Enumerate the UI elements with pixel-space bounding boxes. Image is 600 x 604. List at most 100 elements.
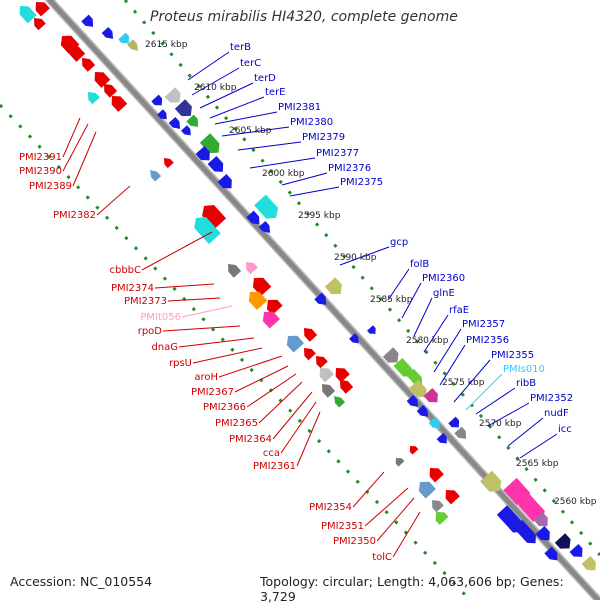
gene-label[interactable]: PMI2367	[191, 387, 234, 398]
gene-label[interactable]: PMI2391	[19, 152, 62, 163]
reverse-strand-genes	[19, 2, 460, 525]
gene-feature	[286, 335, 304, 353]
gene-label[interactable]: glnE	[433, 288, 455, 299]
leader-line	[154, 283, 215, 289]
gene-label[interactable]: PMI2350	[333, 536, 376, 547]
leader-line	[209, 96, 265, 119]
gene-label[interactable]: PMI2364	[229, 434, 272, 445]
kbp-tick-label: 2600 kbp	[262, 169, 305, 179]
gene-label[interactable]: PMI2361	[253, 461, 296, 472]
gene-feature	[304, 348, 316, 361]
gene-label[interactable]: PMI2381	[278, 102, 321, 113]
gene-feature	[503, 477, 531, 505]
gene-label[interactable]: PMI2382	[53, 210, 96, 221]
gene-feature	[186, 114, 199, 127]
gene-label[interactable]: PMI2356	[466, 335, 509, 346]
gene-feature	[19, 6, 37, 24]
gene-feature	[304, 328, 318, 342]
leader-line	[214, 111, 278, 125]
gene-label[interactable]: rfaE	[449, 305, 469, 316]
gene-label[interactable]: terB	[230, 42, 251, 53]
gene-feature	[88, 92, 100, 105]
gene-feature	[432, 500, 444, 513]
gene-feature	[127, 39, 139, 51]
leader-line	[96, 185, 131, 216]
gene-feature	[480, 470, 502, 492]
gene-feature	[513, 519, 536, 544]
gene-label[interactable]: PMI2351	[321, 521, 364, 532]
gene-label[interactable]: PMI2352	[530, 393, 573, 404]
gene-label[interactable]: PMI2380	[290, 117, 333, 128]
gene-label[interactable]: PMI2373	[124, 296, 167, 307]
leader-line	[187, 51, 230, 81]
gene-feature	[195, 145, 210, 161]
leader-line	[519, 433, 558, 459]
gene-feature	[69, 46, 86, 62]
gene-feature	[181, 125, 191, 136]
gene-feature	[382, 347, 399, 363]
kbp-tick-label: 2580 kbp	[406, 336, 449, 346]
leader-line	[465, 373, 503, 411]
gene-label[interactable]: PMIt056	[140, 312, 181, 323]
gene-label[interactable]: terE	[265, 87, 286, 98]
gene-feature	[535, 525, 550, 541]
accession-footer: Accession: NC_010554	[10, 574, 152, 589]
gene-feature	[319, 368, 334, 383]
leader-line	[433, 328, 462, 373]
gene-label[interactable]: PMI2355	[491, 350, 534, 361]
leader-line	[413, 297, 433, 337]
gene-label[interactable]: PMI2374	[111, 283, 154, 294]
gene-label[interactable]: tolC	[372, 552, 392, 563]
gene-label[interactable]: nudF	[544, 408, 569, 419]
gene-feature	[423, 387, 438, 403]
kbp-tick-label: 2575 kbp	[442, 378, 485, 388]
leader-line	[280, 401, 317, 454]
leader-line	[178, 337, 255, 348]
kbp-tick-label: 2615 kbp	[145, 40, 188, 50]
gene-label[interactable]: rpoD	[138, 326, 163, 337]
gene-label[interactable]: PMI2354	[309, 502, 352, 513]
gene-label[interactable]: PMI2357	[462, 319, 505, 330]
gene-label[interactable]: PMI2360	[422, 273, 465, 284]
gene-label[interactable]: rpsU	[169, 358, 192, 369]
gene-label[interactable]: PMI2366	[203, 402, 246, 413]
gene-label[interactable]: PMI2365	[215, 418, 258, 429]
gene-label[interactable]: PMI2379	[302, 132, 345, 143]
outer-tick-ring	[0, 103, 472, 600]
gene-label[interactable]: terD	[254, 73, 276, 84]
gene-label[interactable]: terC	[240, 58, 261, 69]
kbp-tick-label: 2610 kbp	[194, 83, 237, 93]
leader-line	[387, 268, 410, 301]
gene-label[interactable]: PMIs010	[503, 364, 545, 375]
gene-feature	[168, 116, 181, 129]
gene-label[interactable]: PMI2375	[340, 177, 383, 188]
gene-label[interactable]: ribB	[516, 378, 536, 389]
gene-label[interactable]: gcp	[390, 237, 408, 248]
leader-line	[246, 373, 297, 408]
gene-feature	[322, 384, 336, 398]
leader-line	[181, 305, 233, 318]
gene-label[interactable]: icc	[558, 424, 572, 435]
gene-feature	[428, 416, 441, 429]
gene-label[interactable]: dnaG	[151, 342, 178, 353]
gene-feature	[445, 490, 460, 505]
leader-line	[339, 246, 390, 266]
topology-label: Topology:	[260, 574, 319, 589]
gene-feature	[207, 155, 224, 172]
gene-feature	[418, 481, 436, 499]
gene-label[interactable]: aroH	[194, 372, 218, 383]
gene-label[interactable]: PMI2376	[328, 163, 371, 174]
gene-feature	[246, 210, 260, 225]
gene-feature	[202, 205, 227, 230]
gene-label[interactable]: cbbbC	[109, 265, 141, 276]
gene-feature	[252, 277, 272, 297]
gene-feature	[174, 99, 192, 117]
gene-label[interactable]: folB	[410, 259, 429, 270]
leader-line	[167, 297, 221, 302]
gene-label[interactable]: cca	[263, 448, 280, 459]
gene-label[interactable]: PMI2377	[316, 148, 359, 159]
gene-label[interactable]: PMI2390	[19, 166, 62, 177]
length-label: Length:	[376, 574, 425, 589]
gene-label[interactable]: PMI2389	[29, 181, 72, 192]
